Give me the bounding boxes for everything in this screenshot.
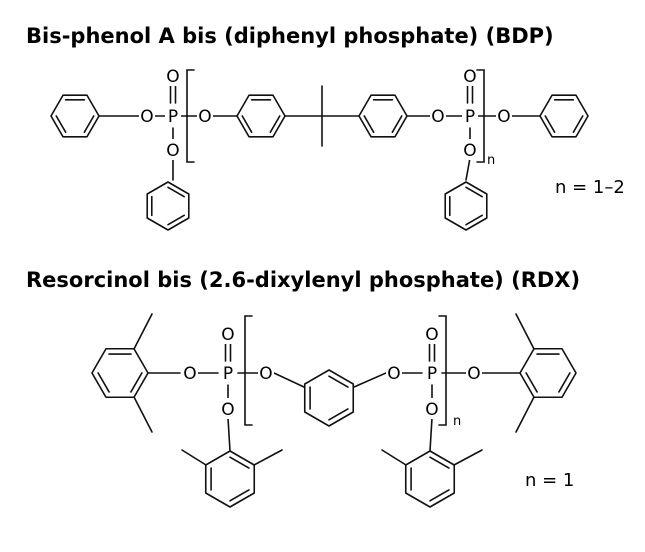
phenyl-ring-left [50, 94, 100, 138]
repeat-bracket-right [476, 69, 485, 163]
aromatic-bond [328, 408, 349, 421]
atom-mask [496, 105, 512, 126]
aromatic-bond [229, 489, 250, 502]
xylenyl-ring-left [91, 347, 149, 399]
oxygen-atom: O [140, 107, 153, 127]
oxygen-atom: O [387, 364, 400, 384]
oxygen-atom: O [166, 67, 179, 87]
repeat-bracket-right [438, 315, 447, 426]
oxygen-atom: O [467, 364, 480, 384]
oxygen-atom: O [497, 107, 510, 127]
aromatic-bond [465, 186, 484, 198]
bond [465, 157, 471, 181]
aromatic-bond [55, 115, 67, 134]
resorcinol-ring [303, 369, 355, 427]
bond [429, 417, 433, 452]
atom-mask [258, 362, 274, 383]
atom-mask [220, 323, 236, 344]
atom-mask [139, 105, 155, 126]
bdp-repeat-subscript: n [487, 153, 495, 168]
oxygen-atom: O [166, 141, 179, 161]
phenyl-ring-right [539, 94, 589, 138]
atom-mask [165, 139, 181, 160]
bisphenol-ring-right [358, 94, 408, 138]
aromatic-bond [97, 372, 110, 393]
aromatic-bond [241, 115, 253, 134]
atom-mask [424, 398, 440, 419]
oxygen-atom: O [431, 107, 444, 127]
aromatic-bond [269, 115, 281, 134]
methyl-bond [253, 449, 283, 466]
atom-mask [220, 398, 236, 419]
atom-mask [424, 362, 440, 383]
repeat-bracket-left [244, 315, 253, 426]
aromatic-bond [572, 115, 584, 134]
aromatic-bond [465, 214, 484, 226]
phosphorus-atom: P [223, 364, 233, 384]
oxygen-atom: O [425, 400, 438, 420]
repeat-bracket-left [186, 69, 195, 163]
atom-mask [197, 105, 213, 126]
phosphorus-atom: P [168, 107, 178, 127]
atom-mask [165, 65, 181, 86]
rdx-n-value: n = 1 [525, 470, 574, 491]
methyl-bond [515, 313, 535, 350]
aromatic-bond [363, 115, 375, 134]
oxygen-atom: O [221, 400, 234, 420]
bond [273, 372, 305, 388]
bisphenol-ring-left [236, 94, 286, 138]
aromatic-bond [429, 489, 450, 502]
methyl-bond [181, 449, 207, 466]
methyl-bond [515, 396, 535, 433]
rdx-title: Resorcinol bis (2.6-dixylenyl phosphate)… [26, 268, 581, 292]
xylenyl-ring-pendant-right [404, 450, 456, 508]
atom-mask [466, 362, 482, 383]
bdp-n-value: n = 1–2 [555, 177, 625, 198]
oxygen-atom: O [183, 364, 196, 384]
methyl-bond [133, 313, 153, 350]
aromatic-bond [525, 372, 538, 393]
oxygen-atom: O [259, 364, 272, 384]
rdx-repeat-subscript: n [453, 414, 461, 429]
atom-mask [220, 362, 236, 383]
atom-mask [424, 323, 440, 344]
atom-mask [386, 362, 402, 383]
aromatic-bond [167, 214, 186, 226]
aromatic-bond [83, 115, 95, 134]
aromatic-bond [429, 456, 450, 469]
xylenyl-ring-right [519, 347, 577, 399]
oxygen-atom: O [463, 67, 476, 87]
atom-mask [182, 362, 198, 383]
methyl-bond [453, 449, 483, 466]
aromatic-bond [229, 456, 250, 469]
xylenyl-ring-pendant-left [204, 450, 256, 508]
atom-mask [430, 105, 446, 126]
methyl-bond [381, 449, 407, 466]
phenyl-ring-pendant-left [146, 181, 190, 231]
aromatic-bond [130, 372, 143, 393]
phosphorus-atom: P [465, 107, 475, 127]
bond [227, 417, 231, 452]
atom-mask [462, 139, 478, 160]
aromatic-bond [544, 115, 556, 134]
phosphorus-atom: P [427, 364, 437, 384]
atom-mask [462, 105, 478, 126]
aromatic-bond [558, 372, 571, 393]
atom-mask [165, 105, 181, 126]
oxygen-atom: O [221, 325, 234, 345]
bond [353, 372, 387, 388]
oxygen-atom: O [425, 325, 438, 345]
methyl-bond [133, 396, 153, 433]
aromatic-bond [328, 375, 349, 388]
aromatic-bond [167, 186, 186, 198]
phenyl-ring-pendant-right [444, 181, 488, 231]
atom-mask [462, 65, 478, 86]
aromatic-bond [391, 115, 403, 134]
oxygen-atom: O [463, 141, 476, 161]
oxygen-atom: O [198, 107, 211, 127]
bdp-title: Bis-phenol A bis (diphenyl phosphate) (B… [26, 24, 554, 48]
